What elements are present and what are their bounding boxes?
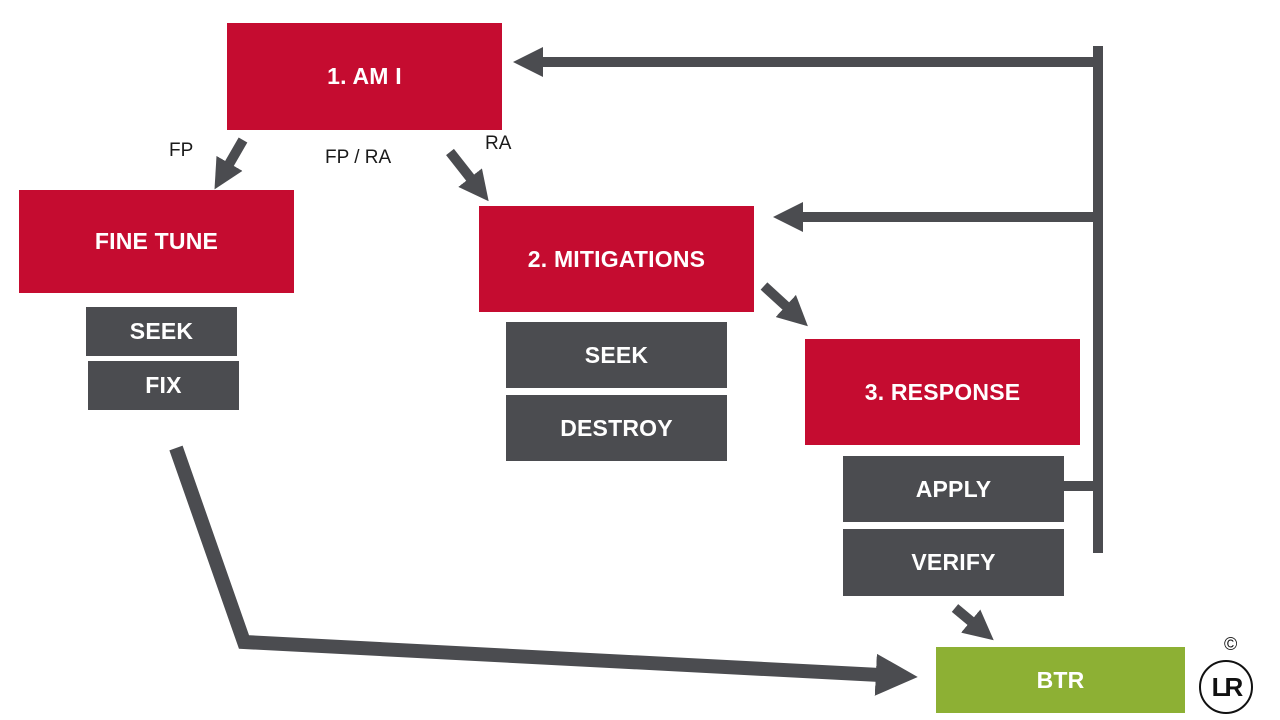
mitigations-seek-box: SEEK — [506, 322, 727, 388]
fix-box: FIX — [88, 361, 239, 410]
lr-logo-text: LR — [1211, 671, 1244, 702]
edge-label-fp: FP — [169, 140, 194, 161]
mitigations-seek-label: SEEK — [584, 341, 649, 368]
edge-label-ra: RA — [485, 133, 512, 154]
verify-box: VERIFY — [843, 529, 1064, 596]
destroy-label: DESTROY — [560, 414, 673, 441]
am-i-box: 1. AM I — [227, 23, 502, 130]
mitigations-label: 2. MITIGATIONS — [527, 245, 706, 272]
edge-label-fp-ra: FP / RA — [325, 147, 392, 168]
lr-logo: LR — [1199, 660, 1253, 714]
am-i-label: 1. AM I — [327, 63, 402, 89]
response-box: 3. RESPONSE — [805, 339, 1080, 445]
apply-box: APPLY — [843, 456, 1064, 522]
verify-to-btr-arrow — [951, 604, 994, 641]
mitigations-to-response-arrow — [760, 282, 808, 327]
verify-label: VERIFY — [911, 549, 996, 575]
am-i-to-mitigations-arrow — [446, 148, 489, 202]
response-label: 3. RESPONSE — [864, 378, 1021, 405]
am-i-to-fine-tune-arrow — [214, 137, 248, 190]
copyright-symbol: © — [1224, 634, 1238, 654]
fine-tune-seek-box: SEEK — [86, 307, 237, 356]
btr-box: BTR — [936, 647, 1185, 713]
fix-label: FIX — [145, 372, 182, 398]
fine-tune-box: FINE TUNE — [19, 190, 294, 293]
destroy-box: DESTROY — [506, 395, 727, 461]
fine-tune-label: FINE TUNE — [94, 228, 219, 254]
mitigations-box: 2. MITIGATIONS — [479, 206, 754, 312]
fine-tune-to-btr-arrow — [169, 445, 918, 696]
fine-tune-seek-label: SEEK — [129, 318, 194, 344]
btr-label: BTR — [1036, 666, 1085, 693]
apply-label: APPLY — [915, 475, 992, 502]
